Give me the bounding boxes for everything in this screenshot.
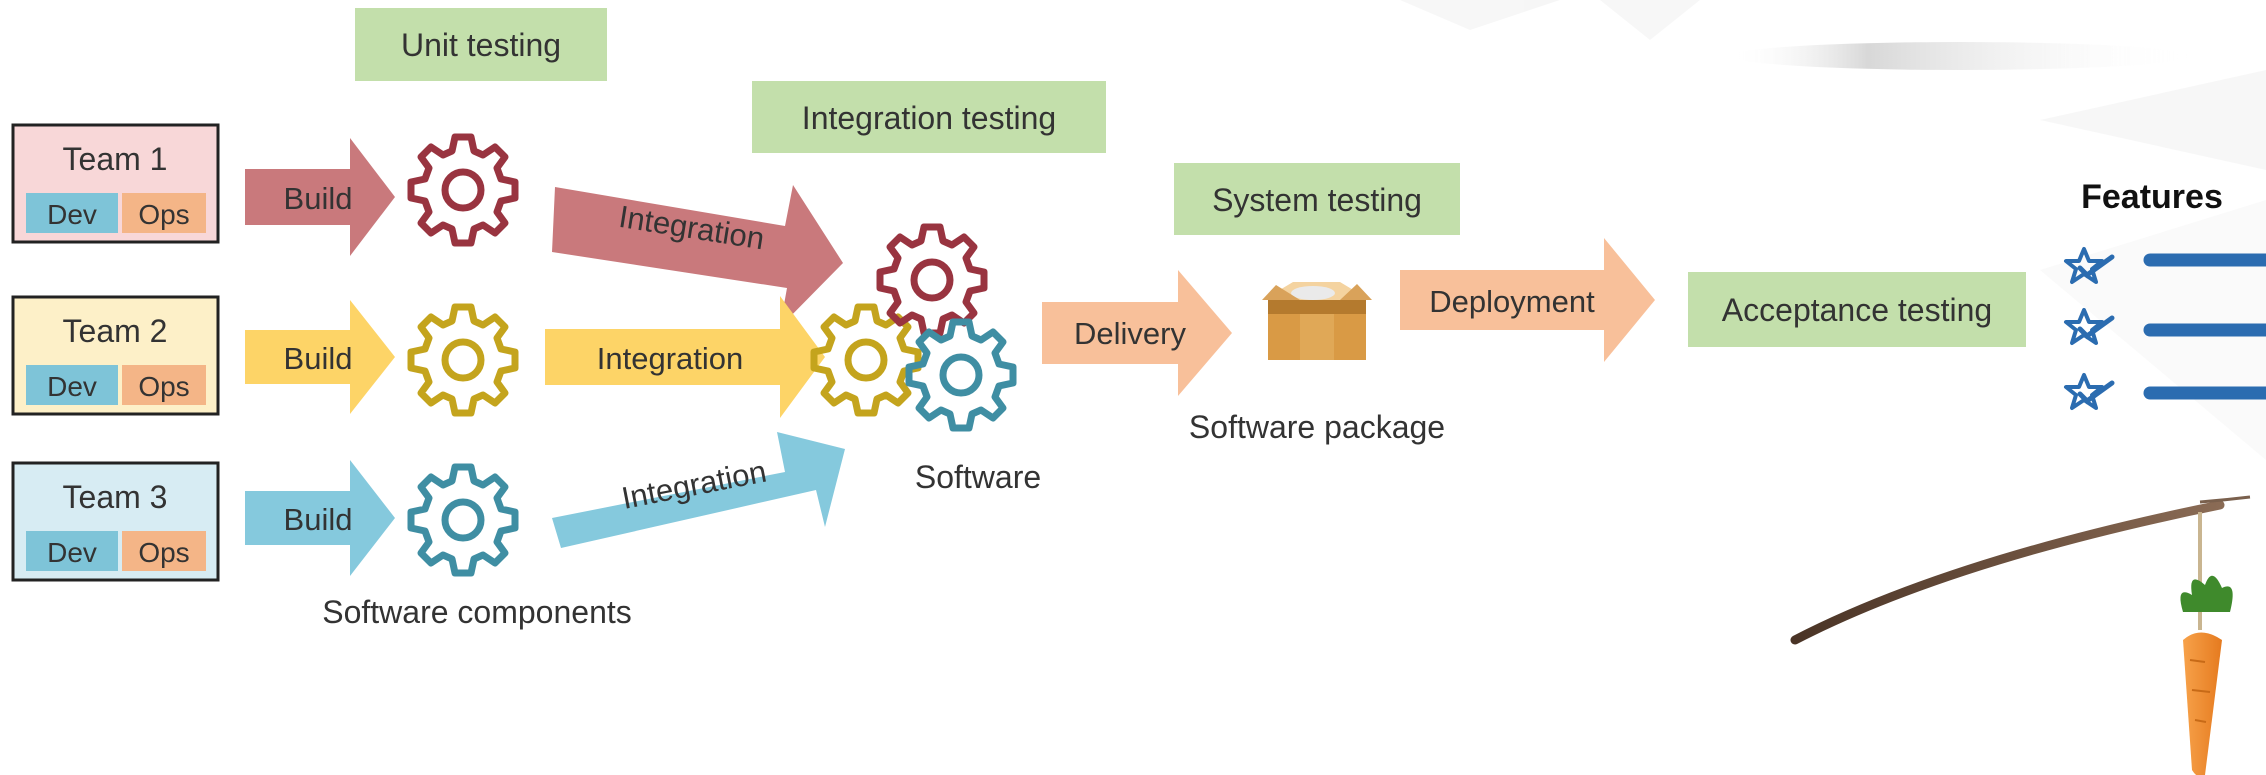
acceptance-testing-stage: Acceptance testing [1688, 272, 2026, 347]
software-label: Software [915, 459, 1041, 495]
team-name: Team 1 [63, 141, 168, 177]
dev-label: Dev [47, 371, 97, 402]
integration-arrow-3: Integration [552, 432, 845, 548]
svg-text:Unit testing: Unit testing [401, 27, 561, 63]
integration-testing-stage: Integration testing [752, 81, 1106, 153]
background-decoration [1400, 0, 2266, 460]
system-testing-stage: System testing [1174, 163, 1460, 235]
features-title: Features [2081, 178, 2223, 216]
svg-text:Build: Build [284, 341, 353, 376]
feature-item [2064, 308, 2266, 345]
gear-icon [411, 467, 515, 573]
star-check-icon [2064, 247, 2115, 284]
build-arrow-1: Build [245, 138, 395, 256]
dev-label: Dev [47, 537, 97, 568]
feature-item [2064, 247, 2266, 284]
build-arrow-3: Build [245, 460, 395, 576]
gear-icon [909, 322, 1013, 428]
delivery-arrow: Delivery [1042, 270, 1232, 396]
integration-arrow-2: Integration [545, 296, 825, 418]
software-package-label: Software package [1189, 409, 1445, 445]
team-box-2: Team 2 Dev Ops [11, 295, 220, 416]
team-name: Team 3 [63, 479, 168, 515]
gear-icon [880, 227, 984, 333]
gear-icon [411, 137, 515, 243]
ops-label: Ops [138, 537, 189, 568]
svg-text:Build: Build [284, 502, 353, 537]
team-name: Team 2 [63, 313, 168, 349]
carrot-on-stick-icon [1790, 495, 2251, 775]
unit-testing-stage: Unit testing [355, 8, 607, 81]
gear-icon [411, 307, 515, 413]
star-check-icon [2064, 308, 2115, 345]
build-arrow-2: Build [245, 300, 395, 414]
svg-text:System testing: System testing [1212, 182, 1422, 218]
ops-label: Ops [138, 199, 189, 230]
feature-item [2064, 373, 2266, 410]
dev-label: Dev [47, 199, 97, 230]
svg-text:Delivery: Delivery [1074, 316, 1186, 351]
star-check-icon [2064, 373, 2115, 410]
svg-text:Integration: Integration [597, 341, 744, 376]
package-box-icon [1262, 282, 1372, 360]
integration-arrow-1: Integration [552, 185, 843, 327]
svg-text:Acceptance testing: Acceptance testing [1722, 292, 1992, 328]
svg-text:Build: Build [284, 181, 353, 216]
svg-text:Integration testing: Integration testing [802, 100, 1056, 136]
team-box-1: Team 1 Dev Ops [11, 123, 220, 244]
team-box-3: Team 3 Dev Ops [11, 461, 220, 582]
deployment-arrow: Deployment [1400, 238, 1655, 362]
software-components-label: Software components [322, 594, 632, 630]
svg-text:Deployment: Deployment [1429, 284, 1595, 319]
ops-label: Ops [138, 371, 189, 402]
